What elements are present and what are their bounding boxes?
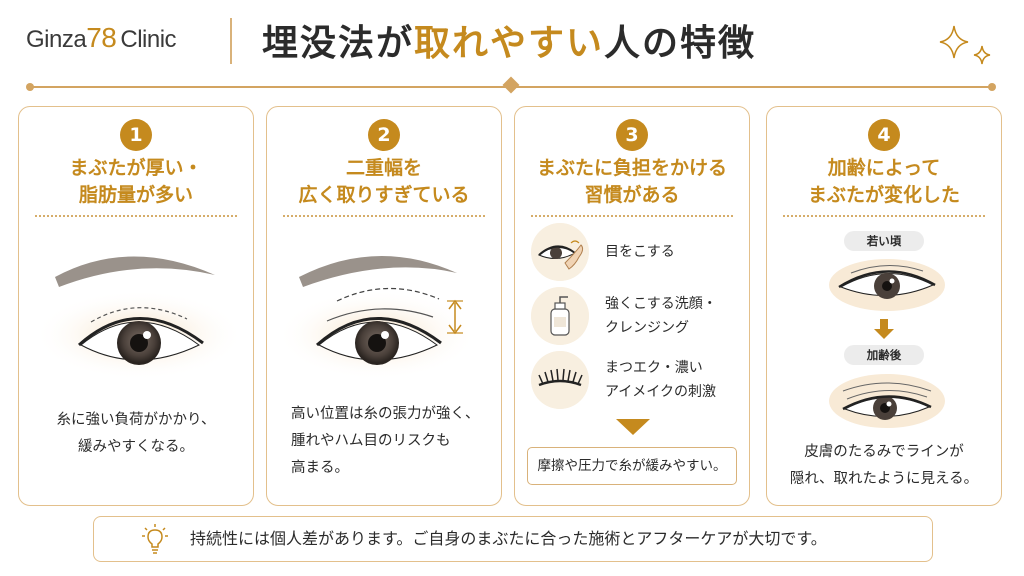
habit-line1: まつエク・濃い	[605, 360, 703, 376]
logo-suffix: Clinic	[120, 26, 177, 53]
card-number: 2	[368, 119, 400, 151]
card-title: 二重幅を 広く取りすぎている	[267, 155, 501, 209]
eye-rubbing-icon	[531, 223, 589, 281]
card-dotted-divider	[35, 215, 237, 217]
habit-line2: アイメイクの刺激	[605, 384, 717, 400]
card-wide-fold: 2 二重幅を 広く取りすぎている 高い位置は糸の張力が強く、 腫れやハム目のリス…	[266, 106, 502, 506]
card-title-line1: 加齢によって	[827, 157, 941, 179]
aged-eye-illustration	[829, 374, 945, 428]
eye-illustration	[34, 256, 244, 380]
card-desc-line1: 糸に強い負荷がかかり、	[56, 412, 216, 428]
footer-note: 持続性には個人差があります。ご自身のまぶたに合った施術とアフターケアが大切です。	[93, 516, 933, 562]
card-title-line2: 脂肪量が多い	[78, 184, 193, 206]
habit-line1: 目をこする	[605, 244, 675, 260]
card-title-line1: まぶたが厚い・	[69, 157, 203, 179]
logo-prefix: Ginza	[26, 26, 87, 53]
down-arrow-icon	[874, 319, 894, 339]
habit-item: まつエク・濃い アイメイクの刺激	[531, 351, 741, 411]
after-label: 加齢後	[844, 345, 924, 365]
habit-text: 目をこする	[605, 223, 675, 281]
before-label: 若い頃	[844, 231, 924, 251]
page-title: 埋没法が取れやすい人の特徴	[262, 14, 756, 66]
card-thick-eyelid: 1 まぶたが厚い・ 脂肪量が多い 糸に強い負荷がかかり、 緩みやすくなる。	[18, 106, 254, 506]
title-part1: 埋没法が	[262, 22, 415, 64]
card-title-line2: 広く取りすぎている	[298, 184, 470, 206]
eye-illustration	[277, 255, 477, 380]
card-dotted-divider	[531, 215, 733, 217]
card-number: 3	[616, 119, 648, 151]
card-number: 1	[120, 119, 152, 151]
card-dotted-divider	[283, 215, 485, 217]
habit-item: 目をこする	[531, 223, 741, 283]
title-highlight: 取れやすい	[414, 22, 605, 64]
cleanser-bottle-icon	[531, 287, 589, 345]
card-description: 高い位置は糸の張力が強く、 腫れやハム目のリスクも 高まる。	[291, 401, 491, 482]
card-title: 加齢によって まぶたが変化した	[767, 155, 1001, 209]
card-description: 皮膚のたるみでラインが 隠れ、取れたように見える。	[767, 439, 1001, 493]
card-title-line1: まぶたに負担をかける	[536, 157, 727, 179]
young-eye-illustration	[829, 259, 945, 311]
habit-line1: 強くこする洗顔・	[605, 296, 717, 312]
card-desc-line3: 高まる。	[291, 460, 349, 476]
card-title-line1: 二重幅を	[345, 157, 422, 179]
card-title: まぶたが厚い・ 脂肪量が多い	[19, 155, 253, 209]
card-eyelid-habits: 3 まぶたに負担をかける 習慣がある 目をこする 強くこする洗顔・	[514, 106, 750, 506]
sparkle-icon	[939, 25, 991, 65]
habit-text: 強くこする洗顔・ クレンジング	[605, 287, 717, 345]
habit-item: 強くこする洗顔・ クレンジング	[531, 287, 741, 347]
card-title: まぶたに負担をかける 習慣がある	[515, 155, 749, 209]
card-aging: 4 加齢によって まぶたが変化した 若い頃 加齢後 皮膚のたるみでラインが 隠れ…	[766, 106, 1002, 506]
card-dotted-divider	[783, 215, 985, 217]
card-desc-line2: 隠れ、取れたように見える。	[789, 471, 979, 487]
card-desc-line1: 皮膚のたるみでラインが	[804, 444, 964, 460]
header-divider	[230, 18, 232, 64]
card-desc-line2: 緩みやすくなる。	[78, 439, 194, 455]
lightbulb-icon	[142, 524, 168, 554]
footer-text: 持続性には個人差があります。ご自身のまぶたに合った施術とアフターケアが大切です。	[190, 529, 827, 548]
eyelash-icon	[531, 351, 589, 409]
card-title-line2: まぶたが変化した	[807, 184, 960, 206]
habit-line2: クレンジング	[605, 320, 689, 336]
habit-text: まつエク・濃い アイメイクの刺激	[605, 351, 716, 409]
habit-summary-box: 摩擦や圧力で糸が緩みやすい。	[527, 447, 737, 485]
logo-number: 78	[86, 22, 117, 53]
title-part2: 人の特徴	[604, 22, 757, 64]
down-triangle-icon	[616, 419, 650, 435]
card-desc-line1: 高い位置は糸の張力が強く、	[291, 406, 480, 422]
card-number: 4	[868, 119, 900, 151]
card-title-line2: 習慣がある	[584, 184, 680, 206]
card-desc-line2: 腫れやハム目のリスクも	[291, 433, 451, 449]
card-description: 糸に強い負荷がかかり、 緩みやすくなる。	[19, 407, 253, 461]
header-rule-diamond	[502, 76, 520, 94]
